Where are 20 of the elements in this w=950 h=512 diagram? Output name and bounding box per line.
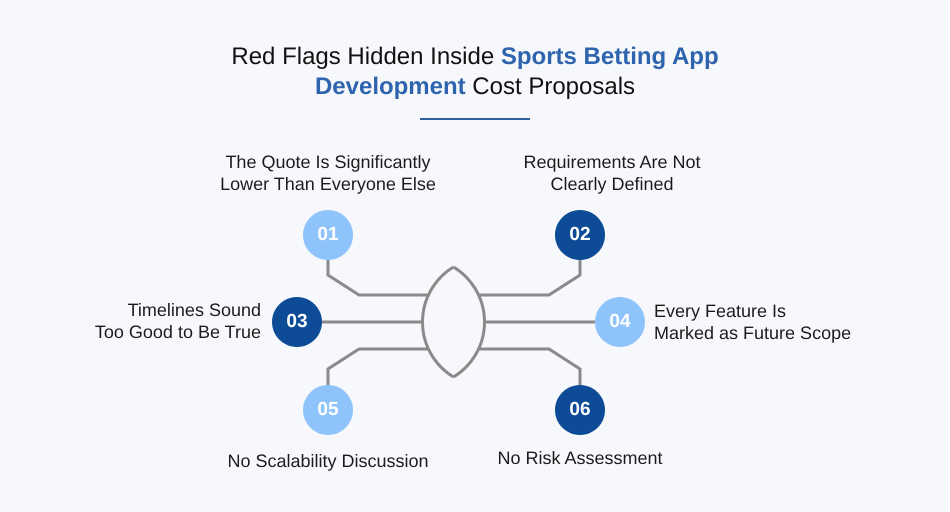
item-description: Requirements Are Not Clearly Defined: [522, 151, 702, 195]
item-description: No Scalability Discussion: [226, 450, 430, 472]
connector-line: [484, 320, 595, 324]
lens-shape: [421, 267, 486, 377]
connector-line: [478, 260, 582, 296]
item-description: No Risk Assessment: [496, 447, 664, 469]
connector-line: [322, 320, 422, 324]
number-circle: 03: [272, 297, 322, 347]
number-circle: 05: [303, 385, 353, 435]
item-description: Timelines Sound Too Good to Be True: [94, 299, 261, 343]
title: Red Flags Hidden Inside Sports Betting App Development Cost Proposals: [230, 42, 720, 102]
number-circle: 06: [555, 385, 605, 435]
number-circle: 04: [595, 297, 645, 347]
connector-line: [326, 348, 428, 385]
connector-line: [478, 348, 582, 385]
number-circle: 02: [555, 210, 605, 260]
number-circle: 01: [303, 210, 353, 260]
item-description: Every Feature Is Marked as Future Scope: [654, 300, 852, 344]
item-description: The Quote Is Significantly Lower Than Everyone Else: [219, 151, 437, 195]
connector-line: [326, 260, 428, 296]
